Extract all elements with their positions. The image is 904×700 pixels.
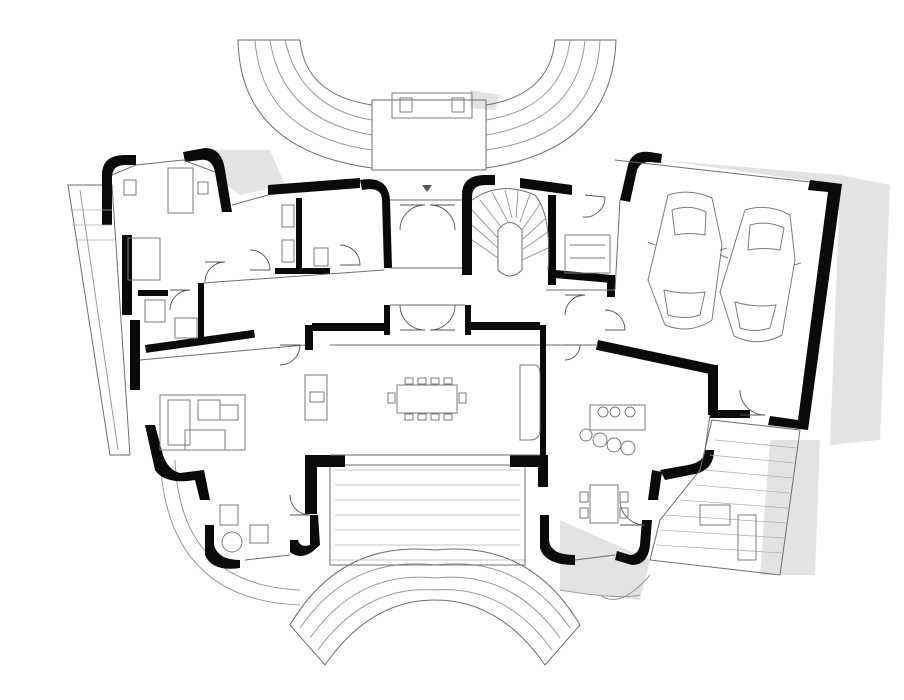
staircase xyxy=(471,188,550,277)
walls xyxy=(102,148,842,569)
garage-cars xyxy=(647,191,802,343)
doors xyxy=(169,194,766,526)
site-outline xyxy=(67,184,651,606)
bedroom-furniture xyxy=(123,167,329,339)
partitions xyxy=(111,159,811,561)
west-terrace xyxy=(70,209,114,241)
car-left xyxy=(647,191,728,330)
dining-furniture xyxy=(387,364,541,441)
east-deck xyxy=(649,419,801,576)
car-right xyxy=(719,206,802,343)
south-terrace-steps xyxy=(289,464,581,666)
north-entrance-steps xyxy=(237,39,617,171)
kitchen-furniture xyxy=(564,234,646,524)
drop-shadows xyxy=(215,90,890,600)
entry-arrow-icon xyxy=(422,185,432,192)
living-furniture xyxy=(159,374,328,553)
